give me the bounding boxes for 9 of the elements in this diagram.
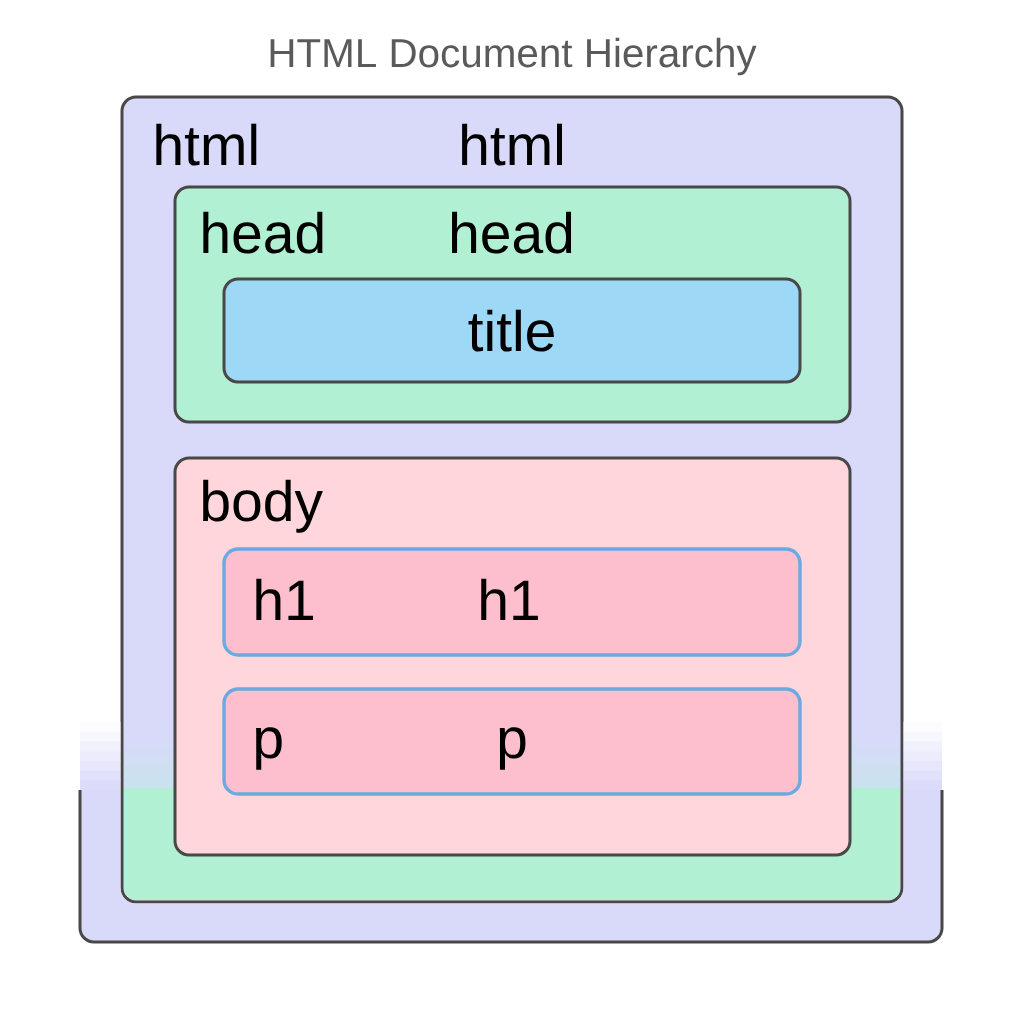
tag-label: html bbox=[156, 123, 257, 166]
element-box: p p bbox=[222, 687, 802, 796]
tag-label: body bbox=[203, 479, 323, 533]
tag-label: html bbox=[462, 123, 563, 166]
diagram-title: HTML Document Hierarchy bbox=[270, 37, 757, 76]
element-box: h1 h1 bbox=[222, 547, 802, 657]
element-box: title bbox=[222, 277, 802, 384]
tag-label: head bbox=[452, 211, 572, 254]
tag-label: head bbox=[203, 211, 323, 254]
